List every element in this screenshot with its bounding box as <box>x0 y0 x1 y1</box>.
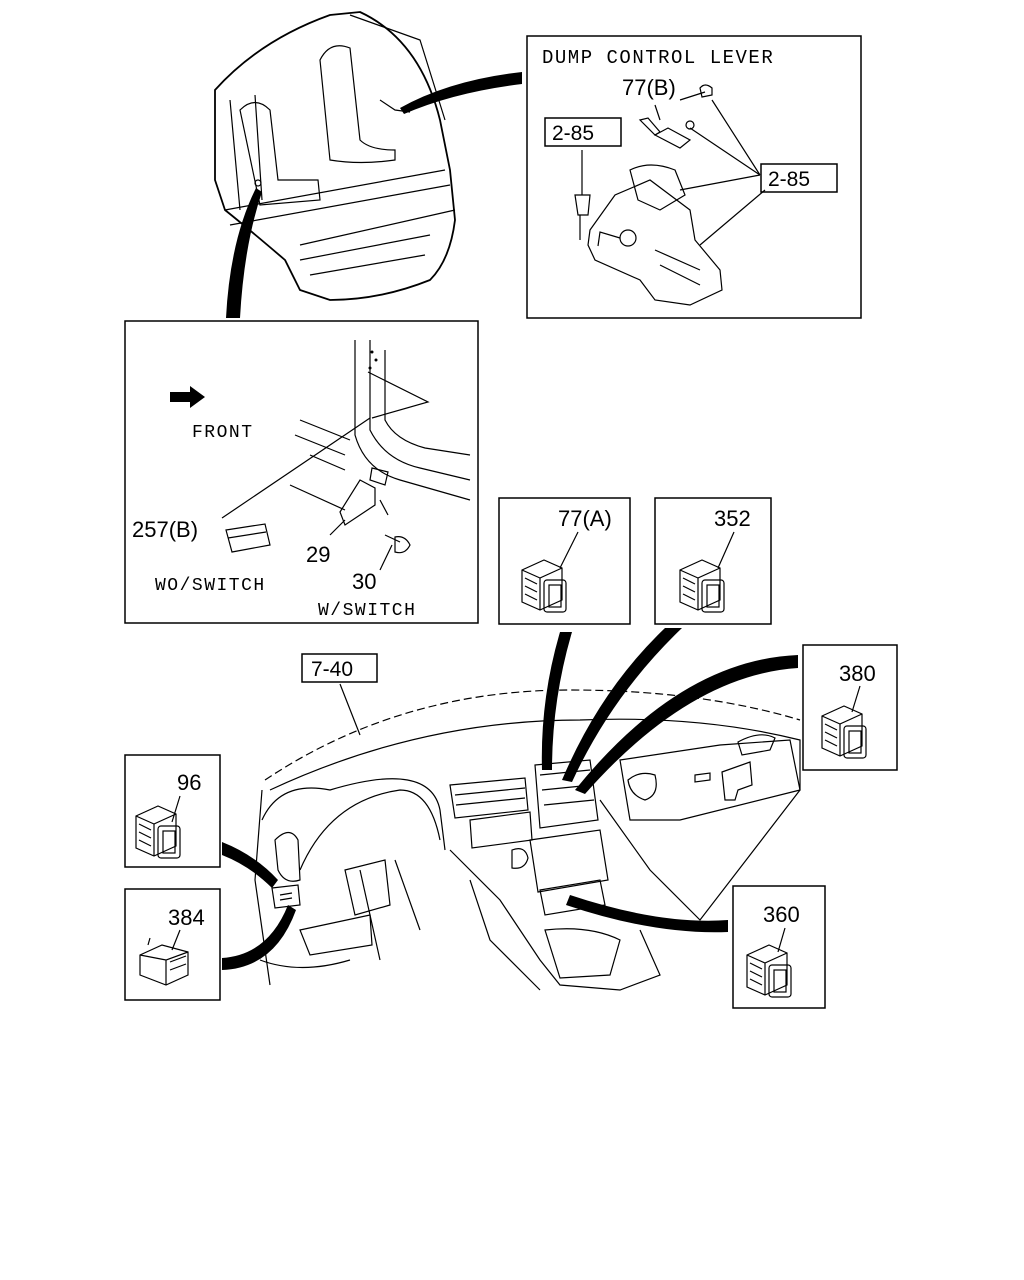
ref-2-85-left: 2-85 <box>552 122 594 145</box>
w-switch-label: W/SWITCH <box>318 601 416 621</box>
switch-96-panel: 96 <box>124 754 221 868</box>
ref-2-85-right: 2-85 <box>768 168 810 191</box>
wo-switch-label: WO/SWITCH <box>155 576 266 596</box>
switch-360-label: 360 <box>763 902 800 927</box>
switch-384-label: 384 <box>168 905 205 930</box>
switch-380-panel: 380 <box>802 644 898 771</box>
part-29-label: 29 <box>306 542 330 567</box>
leader-352-to-dash <box>562 628 682 782</box>
part-30-label: 30 <box>352 569 376 594</box>
interior-trim-drawing <box>221 340 471 571</box>
switch-352-label: 352 <box>714 506 751 531</box>
switch-77a-panel: 77(A) <box>498 497 631 625</box>
switch-77a-label: 77(A) <box>558 506 612 531</box>
front-switch-panel: FRONT 257(B) 29 30 WO/SWITCH W/SWITCH <box>124 320 479 624</box>
switch-96-label: 96 <box>177 770 201 795</box>
leader-384-to-dash <box>222 905 296 970</box>
leader-77a-to-dash <box>541 632 572 770</box>
switch-360-panel: 360 <box>732 885 826 1009</box>
dump-title: DUMP CONTROL LEVER <box>542 47 774 69</box>
part-77b-label: 77(B) <box>622 75 676 100</box>
leader-96-to-dash <box>222 842 278 888</box>
leader-cab-to-front <box>226 188 262 318</box>
switch-384-drawing <box>139 937 189 986</box>
cab-illustration <box>214 11 456 301</box>
front-arrow-icon <box>170 386 205 408</box>
switch-380-label: 380 <box>839 661 876 686</box>
dump-control-lever-panel: DUMP CONTROL LEVER 77(B) 2-85 2-85 <box>526 35 862 319</box>
leader-cab-to-dump <box>400 72 522 114</box>
part-257b-label: 257(B) <box>132 517 198 542</box>
dash-ref-7-40: 7-40 <box>311 658 353 681</box>
leader-380-to-dash <box>575 655 798 794</box>
switch-352-panel: 352 <box>654 497 772 625</box>
lever-assembly <box>574 84 766 306</box>
leader-360-to-dash <box>566 895 728 933</box>
dashboard-illustration: 7-40 <box>254 653 801 991</box>
front-label: FRONT <box>192 423 254 443</box>
switch-384-panel: 384 <box>124 888 221 1001</box>
